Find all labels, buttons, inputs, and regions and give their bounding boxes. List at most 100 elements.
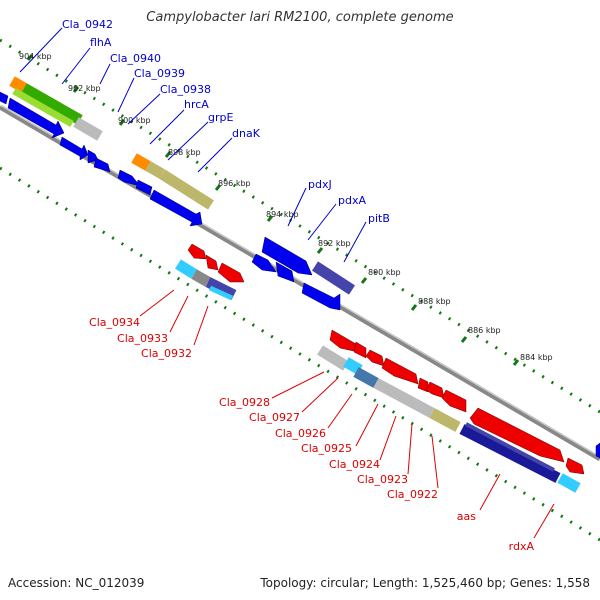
major-ticks — [26, 54, 520, 366]
gene-label: grpE — [208, 111, 233, 124]
bp-label: 888 kbp — [418, 297, 451, 306]
bp-label: 894 kbp — [266, 210, 299, 219]
gene-arrow — [0, 91, 9, 105]
gene-label: hrcA — [184, 98, 209, 111]
cog-bar — [12, 87, 74, 128]
label-leader — [327, 393, 353, 429]
gene-arrow — [59, 136, 89, 161]
label-leader — [343, 221, 367, 263]
gene-label: Cla_0925 — [301, 442, 352, 455]
label-leader — [19, 27, 63, 73]
label-leader — [271, 371, 325, 399]
label-leader — [139, 289, 175, 317]
map-title: Campylobacter lari RM2100, complete geno… — [146, 10, 454, 25]
gene-label: Cla_0933 — [117, 332, 168, 345]
gene-label: pitB — [368, 212, 390, 225]
gene-arrow — [381, 357, 419, 385]
bp-label: 896 kbp — [218, 179, 251, 188]
gene-label: Cla_0942 — [62, 18, 113, 31]
cog-bar — [343, 357, 363, 375]
gene-arrow — [365, 349, 385, 367]
cog-bar — [317, 345, 349, 371]
gene-arrow — [565, 457, 585, 475]
gene-label: Cla_0940 — [110, 52, 161, 65]
gene-arrow — [205, 254, 219, 271]
gene-label: aas — [457, 510, 476, 523]
gene-label: dnaK — [232, 127, 261, 140]
gene-arrow — [93, 157, 111, 173]
label-leader — [169, 295, 189, 333]
label-leader — [307, 203, 337, 241]
gene-arrow — [441, 389, 467, 413]
gene-arrow — [149, 189, 203, 227]
gene-arrow — [469, 407, 565, 463]
cog-bar — [191, 269, 211, 287]
topology-text: Topology: circular; Length: 1,525,460 bp… — [260, 576, 590, 590]
gene-arrow — [217, 262, 245, 283]
gene-arrow — [187, 243, 207, 260]
gene-arrow — [117, 169, 141, 187]
gene-arrow — [275, 261, 295, 283]
gene-arrow — [329, 329, 359, 353]
cog-bar — [159, 169, 214, 210]
bp-label: 900 kbp — [118, 116, 151, 125]
label-leader — [533, 503, 555, 539]
gene-arrow — [261, 236, 313, 276]
bp-label: 884 kbp — [520, 353, 553, 362]
label-leader — [117, 77, 135, 113]
label-leader — [167, 121, 209, 161]
label-leader — [355, 403, 379, 447]
gene-label: pdxA — [338, 194, 366, 207]
label-leader — [197, 137, 233, 173]
cog-bar — [73, 117, 103, 141]
gene-label: Cla_0923 — [357, 473, 408, 486]
label-leader — [61, 47, 91, 85]
gene-arrow — [595, 442, 600, 459]
bp-label: 890 kbp — [368, 268, 401, 277]
label-leader — [127, 93, 161, 125]
gene-label: Cla_0934 — [89, 316, 140, 329]
lower-tick-track — [0, 166, 600, 542]
label-leader — [193, 305, 209, 346]
gene-label: Cla_0932 — [141, 347, 192, 360]
accession-text: Accession: NC_012039 — [8, 576, 145, 590]
cog-bar — [145, 161, 165, 179]
bp-label: 892 kbp — [318, 239, 351, 248]
bp-label: 898 kbp — [168, 148, 201, 157]
label-leader — [287, 187, 307, 227]
bp-label: 886 kbp — [468, 326, 501, 335]
cog-bar — [353, 367, 379, 388]
gene-arrow — [417, 377, 429, 393]
cog-bar — [312, 261, 355, 295]
gene-label: pdxJ — [308, 178, 332, 191]
cog-bar — [373, 378, 435, 418]
cog-bar — [205, 277, 237, 300]
gene-label: Cla_0922 — [387, 488, 438, 501]
gene-label: Cla_0938 — [160, 83, 211, 96]
gene-label: Cla_0928 — [219, 396, 270, 409]
gene-label: rdxA — [509, 540, 535, 553]
gene-arrow — [425, 381, 445, 399]
bp-label: 902 kbp — [68, 84, 101, 93]
cog-bar — [208, 285, 234, 301]
cog-bar — [459, 424, 561, 483]
cog-bar — [175, 259, 197, 279]
gene-arrow — [251, 253, 277, 273]
label-leader — [431, 435, 439, 489]
label-leader — [99, 63, 111, 85]
label-leader — [479, 473, 501, 511]
label-leader — [407, 423, 413, 475]
gene-arrow — [135, 179, 153, 196]
gene-arrow — [353, 341, 367, 359]
gene-label: Cla_0924 — [329, 458, 380, 471]
cog-bar — [429, 408, 461, 432]
cog-bar — [465, 422, 555, 472]
gene-arrow — [7, 97, 65, 139]
gene-label: Cla_0926 — [275, 427, 326, 440]
gene-label: Cla_0927 — [249, 411, 300, 424]
gene-arrow — [301, 282, 341, 311]
gene-label: flhA — [90, 36, 112, 49]
label-leader — [301, 377, 339, 413]
